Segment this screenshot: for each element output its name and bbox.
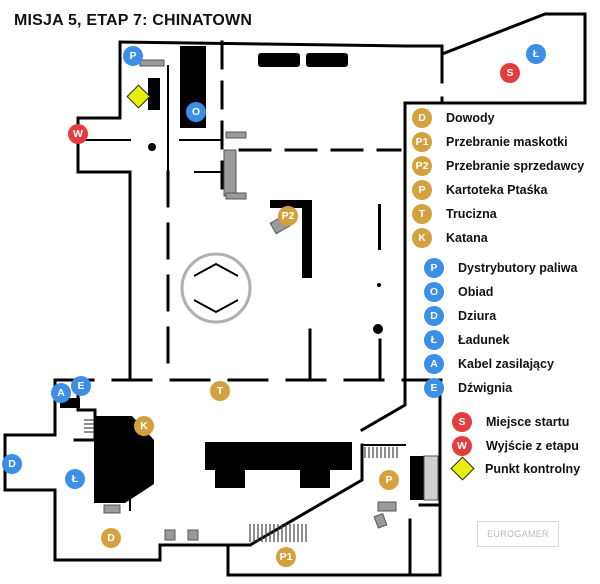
wall-left-upper	[76, 40, 132, 382]
marker-blue-p: P	[123, 46, 143, 66]
shelf-block	[148, 78, 160, 110]
marker-gold-p1: P1	[276, 547, 296, 567]
marker-blue-d: D	[2, 454, 22, 474]
marker-blue-a: A	[51, 383, 71, 403]
counter-2	[306, 53, 348, 67]
marker-gold-k: K	[134, 416, 154, 436]
wall-bottom-left	[3, 378, 252, 562]
map-title: MISJA 5, ETAP 7: CHINATOWN	[14, 12, 253, 29]
legend-item: Punkt kontrolny	[450, 456, 580, 481]
marker-red-s: S	[500, 63, 520, 83]
checkpoint-diamond-icon	[450, 456, 475, 481]
wall-bottom-right	[226, 378, 442, 577]
marker-red-w: W	[68, 124, 88, 144]
marker-blue-l-bottom: Ł	[65, 469, 85, 489]
wall-block	[302, 200, 312, 278]
marker-gold-d: D	[101, 528, 121, 548]
wall-top-outer	[118, 12, 587, 382]
marker-blue-e: E	[71, 376, 91, 396]
marker-gold-p2: P2	[278, 206, 298, 226]
stage-block	[94, 416, 154, 503]
counter-1	[258, 53, 300, 67]
marker-gold-p: P	[379, 470, 399, 490]
stairs	[84, 419, 398, 542]
eurogamer-watermark: EUROGAMER	[477, 521, 559, 547]
marker-blue-l-top: Ł	[526, 44, 546, 64]
marker-blue-o: O	[186, 102, 206, 122]
bar-counter	[205, 442, 352, 488]
marker-gold-t: T	[210, 381, 230, 401]
fountain	[180, 252, 252, 324]
